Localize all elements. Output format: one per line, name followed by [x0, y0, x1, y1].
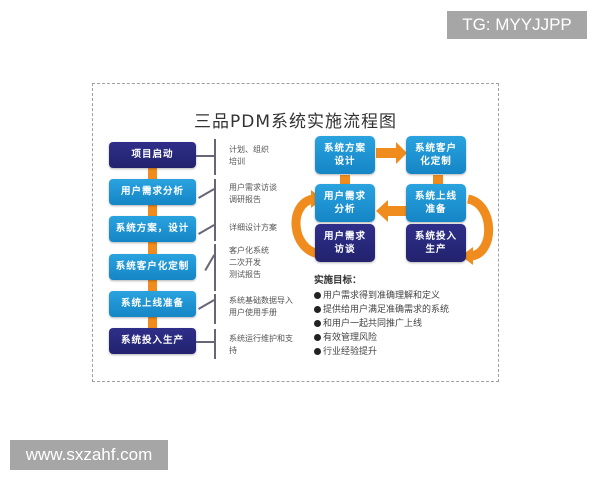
- note-bracket: [214, 294, 216, 324]
- box-line: 系统方案: [323, 143, 366, 154]
- bullet-icon: [314, 319, 321, 327]
- box-line: 化定制: [420, 156, 452, 167]
- note-tick: [196, 155, 214, 157]
- goal-item: 有效管理风险: [314, 331, 449, 345]
- cycle-box-production: 系统投入生产: [406, 224, 466, 262]
- step-note: 系统运行维护和支 持: [229, 333, 293, 357]
- note-line: 系统运行维护和支: [229, 334, 293, 343]
- bullet-icon: [314, 347, 321, 355]
- step-connector: [148, 242, 157, 254]
- bullet-icon: [314, 333, 321, 341]
- note-line: 培训: [229, 157, 245, 166]
- cycle-box-design: 系统方案设计: [315, 136, 375, 174]
- note-bracket: [214, 179, 216, 219]
- goal-text: 提供给用户满足准确需求的系统: [323, 305, 450, 315]
- note-line: 用户使用手册: [229, 308, 277, 317]
- goal-item: 用户需求得到准确理解和定义: [314, 289, 449, 303]
- box-line: 准备: [425, 204, 447, 215]
- goal-item: 和用户一起共同推广上线: [314, 317, 449, 331]
- box-line: 分析: [334, 204, 356, 215]
- note-line: 用户需求访谈: [229, 183, 277, 192]
- box-line: 设计: [334, 156, 356, 167]
- bullet-icon: [314, 305, 321, 313]
- cycle-box-customize: 系统客户化定制: [406, 136, 466, 174]
- goal-text: 用户需求得到准确理解和定义: [323, 291, 441, 301]
- step-note: 系统基础数据导入 用户使用手册: [229, 295, 293, 319]
- cycle-box-launch-prep: 系统上线准备: [406, 184, 466, 222]
- note-tick: [196, 341, 214, 343]
- step-connector: [148, 205, 157, 217]
- diagram-title: 三品PDM系统实施流程图: [193, 112, 397, 132]
- note-line: 详细设计方案: [229, 223, 277, 232]
- step-launch-prep: 系统上线准备: [109, 291, 196, 317]
- step-note: 用户需求访谈 调研报告: [229, 182, 277, 206]
- watermark-bottom: www.sxzahf.com: [10, 440, 168, 470]
- goal-text: 和用户一起共同推广上线: [323, 319, 423, 329]
- step-note: 客户化系统 二次开发 测试报告: [229, 245, 269, 281]
- goal-text: 行业经验提升: [323, 347, 378, 357]
- note-line: 客户化系统: [229, 246, 269, 255]
- bullet-icon: [314, 291, 321, 299]
- step-solution-design: 系统方案，设计: [109, 216, 196, 242]
- box-line: 用户需求: [323, 191, 366, 202]
- box-line: 生产: [425, 244, 447, 255]
- cycle-arrows: [291, 142, 494, 265]
- note-bracket: [214, 217, 216, 241]
- note-line: 二次开发: [229, 258, 261, 267]
- box-line: 系统上线: [414, 191, 457, 202]
- box-line: 访谈: [334, 244, 356, 255]
- step-connector: [148, 317, 157, 329]
- note-bracket: [214, 139, 216, 175]
- note-line: 持: [229, 346, 237, 355]
- step-note: 计划、组织 培训: [229, 144, 269, 168]
- step-connector: [148, 168, 157, 180]
- step-connector: [148, 280, 157, 292]
- watermark-top: TG: MYYJJPP: [447, 11, 587, 39]
- cycle-box-analysis: 用户需求分析: [315, 184, 375, 222]
- goal-item: 提供给用户满足准确需求的系统: [314, 303, 449, 317]
- step-production: 系统投入生产: [109, 328, 196, 354]
- box-line: 用户需求: [323, 231, 366, 242]
- note-line: 测试报告: [229, 270, 261, 279]
- goal-text: 有效管理风险: [323, 333, 378, 343]
- cycle-box-interview: 用户需求访谈: [315, 224, 375, 262]
- note-line: 计划、组织: [229, 145, 269, 154]
- goals-title: 实施目标：: [314, 275, 362, 286]
- note-line: 系统基础数据导入: [229, 296, 293, 305]
- box-line: 系统投入: [414, 231, 457, 242]
- note-bracket: [214, 244, 216, 291]
- diagram-frame: 三品PDM系统实施流程图 项目启动 用户需求分析 系统方案，设计 系统客户化定制…: [92, 83, 499, 382]
- step-project-kickoff: 项目启动: [109, 142, 196, 168]
- box-line: 系统客户: [414, 143, 457, 154]
- step-requirements-analysis: 用户需求分析: [109, 179, 196, 205]
- note-bracket: [214, 329, 216, 359]
- step-note: 详细设计方案: [229, 222, 277, 234]
- note-line: 调研报告: [229, 195, 261, 204]
- implementation-goals: 实施目标： 用户需求得到准确理解和定义 提供给用户满足准确需求的系统 和用户一起…: [314, 272, 449, 359]
- goal-item: 行业经验提升: [314, 345, 449, 359]
- step-customization: 系统客户化定制: [109, 254, 196, 280]
